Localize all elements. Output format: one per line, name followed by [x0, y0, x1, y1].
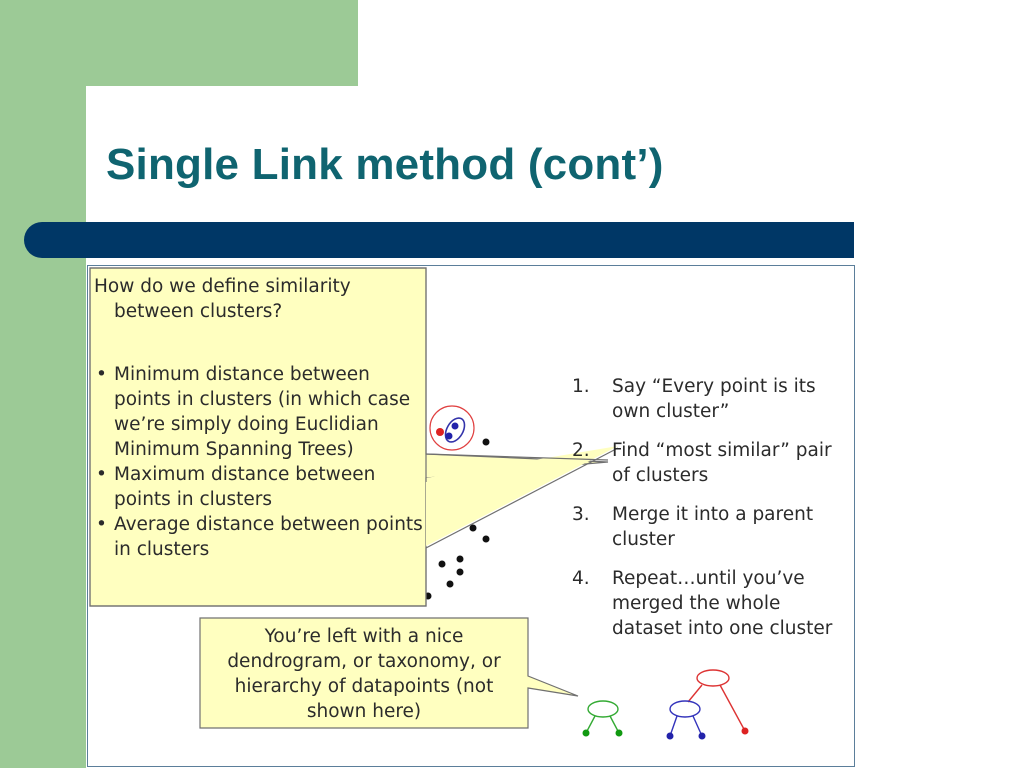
top-green-block — [0, 0, 358, 86]
list-item: Average distance between points in clust… — [94, 512, 424, 562]
step-text: Say “Every point is its own cluster” — [612, 376, 816, 422]
list-item: Minimum distance between points in clust… — [94, 362, 424, 462]
dendrogram-callout-shape — [199, 617, 579, 729]
step-item: 2. Find “most similar” pair of clusters — [572, 438, 854, 488]
step-number: 4. — [572, 568, 590, 589]
step-text: Find “most similar” pair of clusters — [612, 440, 832, 486]
dendrogram-tree-icon — [582, 669, 749, 740]
slide-title: Single Link method (cont’) — [106, 140, 664, 189]
similarity-bullets: Minimum distance between points in clust… — [94, 362, 424, 562]
step-text: Merge it into a parent cluster — [612, 504, 814, 550]
step-item: 4. Repeat…until you’ve merged the whole d… — [572, 566, 854, 641]
step-text: Repeat…until you’ve merged the whole dat… — [612, 568, 833, 639]
question-line-2: between clusters? — [114, 301, 283, 322]
list-item: Maximum distance between points in clust… — [94, 462, 424, 512]
left-green-rail — [0, 0, 86, 768]
clustering-figure: How do we define similarity between clus… — [87, 265, 855, 767]
step-number: 1. — [572, 376, 590, 397]
step-number: 3. — [572, 504, 590, 525]
question-line-1: How do we define similarity — [94, 276, 351, 297]
step-item: 3. Merge it into a parent cluster — [572, 502, 854, 552]
step-item: 1. Say “Every point is its own cluster” — [572, 374, 854, 424]
similarity-question: How do we define similarity between clus… — [94, 274, 414, 324]
algorithm-steps: 1. Say “Every point is its own cluster” 2… — [572, 374, 854, 655]
cluster-ring-icon — [429, 405, 475, 451]
title-divider-bar — [24, 222, 854, 258]
step-number: 2. — [572, 440, 590, 461]
dendrogram-note: You’re left with a nice dendrogram, or t… — [227, 626, 501, 722]
